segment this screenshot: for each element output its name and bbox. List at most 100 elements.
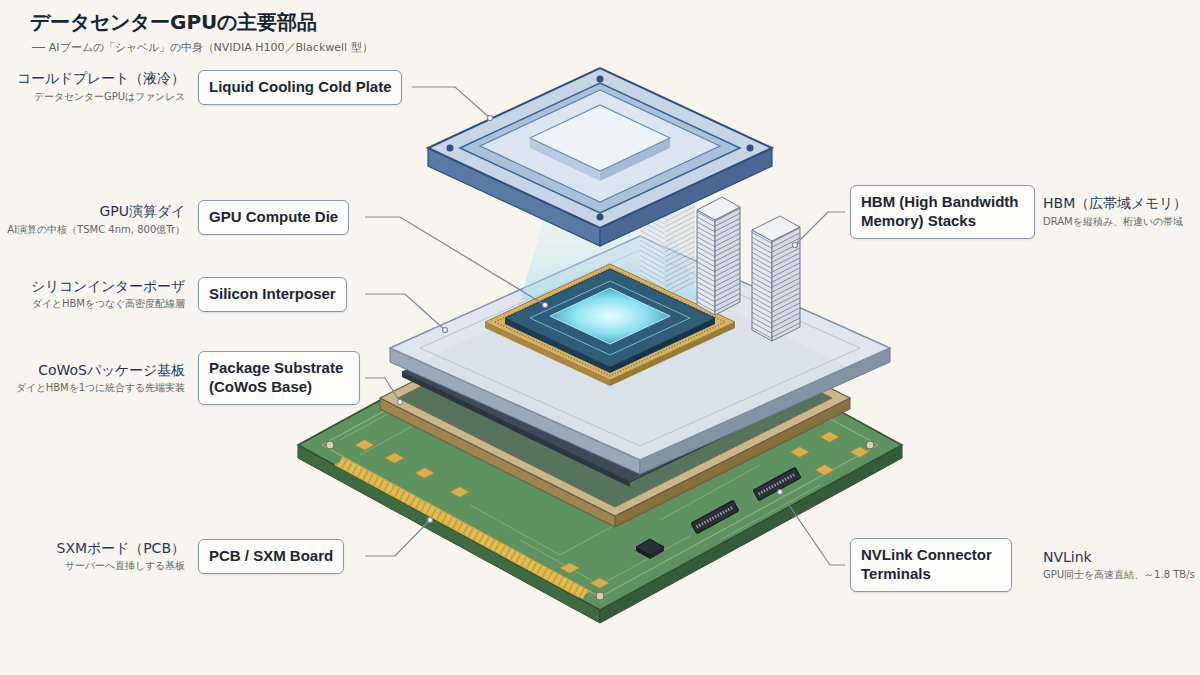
- hbm-stack-part: [752, 216, 800, 241]
- cold-plate-part: [530, 105, 670, 171]
- gold-pad-part: [450, 487, 469, 498]
- part-name-jp: シリコンインターポーザ: [31, 278, 185, 296]
- leader-dot-part: [778, 490, 783, 495]
- part-label-box: Silicon Interposer: [198, 277, 347, 312]
- hbm-stack-part: [697, 197, 740, 220]
- screw-hole-part: [597, 76, 604, 83]
- part-label-box: PCB / SXM Board: [198, 539, 344, 574]
- leader-line-part: [365, 217, 545, 305]
- part-name-jp: コールドプレート（液冷）: [17, 70, 185, 88]
- leader-line-part: [365, 294, 445, 330]
- smd-chip: [636, 539, 664, 559]
- part-note-jp-text: DRAMを縦積み、桁違いの帯域: [1043, 216, 1183, 227]
- part-name-jp-text: シリコンインターポーザ: [31, 278, 185, 294]
- hbm-stack-part: [772, 227, 800, 341]
- leader-dot-part: [488, 116, 493, 121]
- part-name-jp: HBM（広帯域メモリ）: [1043, 195, 1187, 213]
- part-note-jp-text: AI演算の中核（TSMC 4nm, 800億Tr）: [7, 224, 185, 235]
- gold-pad-part: [850, 447, 869, 458]
- part-label-box: HBM (High Bandwidth Memory) Stacks: [850, 185, 1035, 239]
- part-note-jp: データセンターGPUはファンレス: [34, 90, 185, 104]
- part-label-text: NVLink Connector Terminals: [861, 546, 1001, 584]
- smd-chip-part: [636, 547, 650, 559]
- nvlink-connector-part: [691, 500, 739, 534]
- gold-pad-part: [590, 578, 609, 589]
- part-name-jp: NVLink: [1043, 549, 1092, 565]
- gpu-die-part: [505, 269, 715, 367]
- part-name-jp: SXMボード（PCB）: [57, 540, 185, 558]
- gold-pad-part: [560, 563, 579, 574]
- subtitle-text: ── AIブームの「シャベル」の中身（NVIDIA H100／Blackwell…: [32, 41, 373, 54]
- hbm-stack-part: [697, 210, 715, 315]
- part-note-jp: GPU同士を高速直結、～1.8 TB/s: [1043, 568, 1195, 582]
- part-label-text: GPU Compute Die: [209, 208, 338, 227]
- part-note-jp-text: ダイとHBMを1つに統合する先端実装: [16, 382, 185, 393]
- part-name-jp: GPU演算ダイ: [99, 203, 185, 221]
- screw-hole: [447, 76, 754, 221]
- nvlink-connector-part-part: [753, 467, 801, 501]
- part-label-box: Package Substrate (CoWoS Base): [198, 351, 360, 405]
- gold-pad-part: [385, 453, 404, 464]
- nvlink-connector-part-part: [759, 474, 796, 494]
- leader-dot: [398, 116, 798, 523]
- gpu-die-part: [550, 288, 670, 344]
- leader-dot-part: [428, 518, 433, 523]
- leader-line-part: [365, 520, 430, 556]
- part-name-jp-text: NVLink: [1043, 549, 1092, 565]
- leader-line: [365, 87, 845, 565]
- hbm-stack-part: [715, 207, 740, 315]
- part-label-box: Liquid Cooling Cold Plate: [198, 70, 402, 105]
- leader-line-part: [795, 212, 845, 245]
- part-label-text: PCB / SXM Board: [209, 547, 333, 566]
- part-note-jp: サーバーへ直挿しする基板: [65, 559, 185, 573]
- part-label-text: Package Substrate (CoWoS Base): [209, 359, 349, 397]
- screw-hole-part: [747, 145, 754, 152]
- part-name-jp-text: HBM（広帯域メモリ）: [1043, 195, 1187, 211]
- nvlink-connector-part-part: [691, 500, 739, 534]
- subtitle: ── AIブームの「シャベル」の中身（NVIDIA H100／Blackwell…: [32, 40, 373, 55]
- leader-dot-part: [398, 400, 403, 405]
- cold-plate-part: [480, 90, 720, 202]
- nvlink-connector-part-part: [697, 507, 734, 527]
- gold-pad-part: [790, 447, 809, 458]
- part-note-jp: DRAMを縦積み、桁違いの帯域: [1043, 215, 1183, 229]
- diagram-title: データセンターGPUの主要部品: [30, 9, 317, 36]
- leader-line-part: [780, 492, 845, 565]
- part-label-box: NVLink Connector Terminals: [850, 538, 1012, 592]
- part-note-jp-text: データセンターGPUはファンレス: [34, 91, 185, 102]
- part-label-text: Silicon Interposer: [209, 285, 336, 304]
- part-note-jp-text: GPU同士を高速直結、～1.8 TB/s: [1043, 569, 1195, 580]
- hbm-stack: [697, 197, 800, 341]
- leader-line-part: [365, 378, 400, 402]
- cold-plate-part: [428, 68, 772, 228]
- part-name-jp-text: コールドプレート（液冷）: [17, 70, 185, 86]
- part-note-jp: ダイとHBMをつなぐ高密度配線層: [32, 297, 185, 311]
- gold-pad-part: [815, 465, 834, 476]
- gold-pad-part: [820, 432, 839, 443]
- part-label-text: HBM (High Bandwidth Memory) Stacks: [861, 193, 1024, 231]
- mount-hole-part: [326, 441, 334, 449]
- gold-pad-part: [415, 468, 434, 479]
- gold-pad-part: [355, 440, 374, 451]
- smd-chip-part: [650, 547, 664, 559]
- cold-plate: [428, 68, 772, 246]
- part-name-jp-text: GPU演算ダイ: [99, 203, 185, 219]
- part-note-jp: ダイとHBMを1つに統合する先端実装: [16, 381, 185, 395]
- gpu-die-part: [495, 268, 725, 376]
- mount-hole-part: [866, 441, 874, 449]
- screw-hole-part: [447, 145, 454, 152]
- part-name-jp-text: CoWoSパッケージ基板: [38, 362, 185, 378]
- leader-dot-part: [443, 328, 448, 333]
- part-label-box: GPU Compute Die: [198, 200, 349, 235]
- part-note-jp-text: ダイとHBMをつなぐ高密度配線層: [32, 298, 185, 309]
- part-note-jp-text: サーバーへ直挿しする基板: [65, 560, 185, 571]
- part-name-jp-text: SXMボード（PCB）: [57, 540, 185, 556]
- nvlink-connector-part: [753, 467, 801, 501]
- hbm-stack-part: [752, 230, 772, 341]
- part-name-jp: CoWoSパッケージ基板: [38, 362, 185, 380]
- part-note-jp: AI演算の中核（TSMC 4nm, 800億Tr）: [7, 223, 185, 237]
- leader-dot-part: [543, 303, 548, 308]
- cold-plate-part: [460, 83, 740, 213]
- gpu-die-part: [530, 281, 690, 355]
